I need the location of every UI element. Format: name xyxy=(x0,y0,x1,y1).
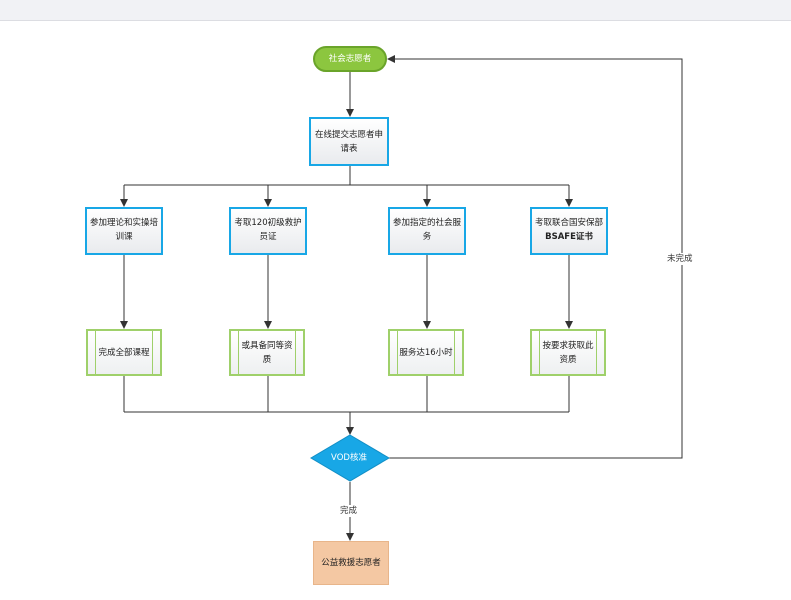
result-label-line1: 按要求获取此 xyxy=(542,340,594,351)
task-node-first-aid-cert: 考取120初级救护 员证 xyxy=(229,207,307,255)
top-toolbar-strip xyxy=(0,0,791,21)
result-node-courses-done: 完成全部课程 xyxy=(86,329,162,376)
submit-application-node: 在线提交志愿者申 请表 xyxy=(309,117,389,166)
decision-diamond xyxy=(310,434,390,482)
result-label-line2: 资质 xyxy=(559,354,577,365)
task-node-training: 参加理论和实操培 训课 xyxy=(85,207,163,255)
start-label: 社会志愿者 xyxy=(328,54,372,64)
task-label-line1: 考取120初级救护 xyxy=(234,218,302,228)
submit-label-line1: 在线提交志愿者申 xyxy=(314,129,383,140)
result-label-line1: 或具备同等资 xyxy=(241,340,293,351)
end-node: 公益救援志愿者 xyxy=(313,541,389,585)
result-label-line1: 完成全部课程 xyxy=(98,347,150,358)
end-label: 公益救援志愿者 xyxy=(321,558,381,568)
task-label-line2: BSAFE证书 xyxy=(545,232,593,242)
task-label-line1: 参加指定的社会服 xyxy=(392,218,461,228)
result-label-line2: 质 xyxy=(262,354,272,365)
task-label-line1: 考取联合国安保部 xyxy=(534,218,603,228)
task-node-community-service: 参加指定的社会服 务 xyxy=(388,207,466,255)
result-label-line1: 服务达16小时 xyxy=(399,347,453,358)
edge-label-incomplete: 未完成 xyxy=(666,253,694,265)
task-label-line1: 参加理论和实操培 xyxy=(89,218,158,228)
result-node-service-hours: 服务达16小时 xyxy=(388,329,464,376)
result-node-equivalent: 或具备同等资 质 xyxy=(229,329,305,376)
task-label-line2: 员证 xyxy=(259,232,277,242)
submit-label-line2: 请表 xyxy=(340,143,358,154)
task-label-line2: 务 xyxy=(422,232,432,242)
task-node-bsafe-cert: 考取联合国安保部 BSAFE证书 xyxy=(530,207,608,255)
decision-label: VOD核准 xyxy=(331,453,367,463)
edge-label-complete: 完成 xyxy=(339,505,359,517)
start-node: 社会志愿者 xyxy=(313,46,387,72)
task-label-line2: 训课 xyxy=(115,232,133,242)
edge-decision-loop xyxy=(387,55,683,459)
result-node-qualification: 按要求获取此 资质 xyxy=(530,329,606,376)
